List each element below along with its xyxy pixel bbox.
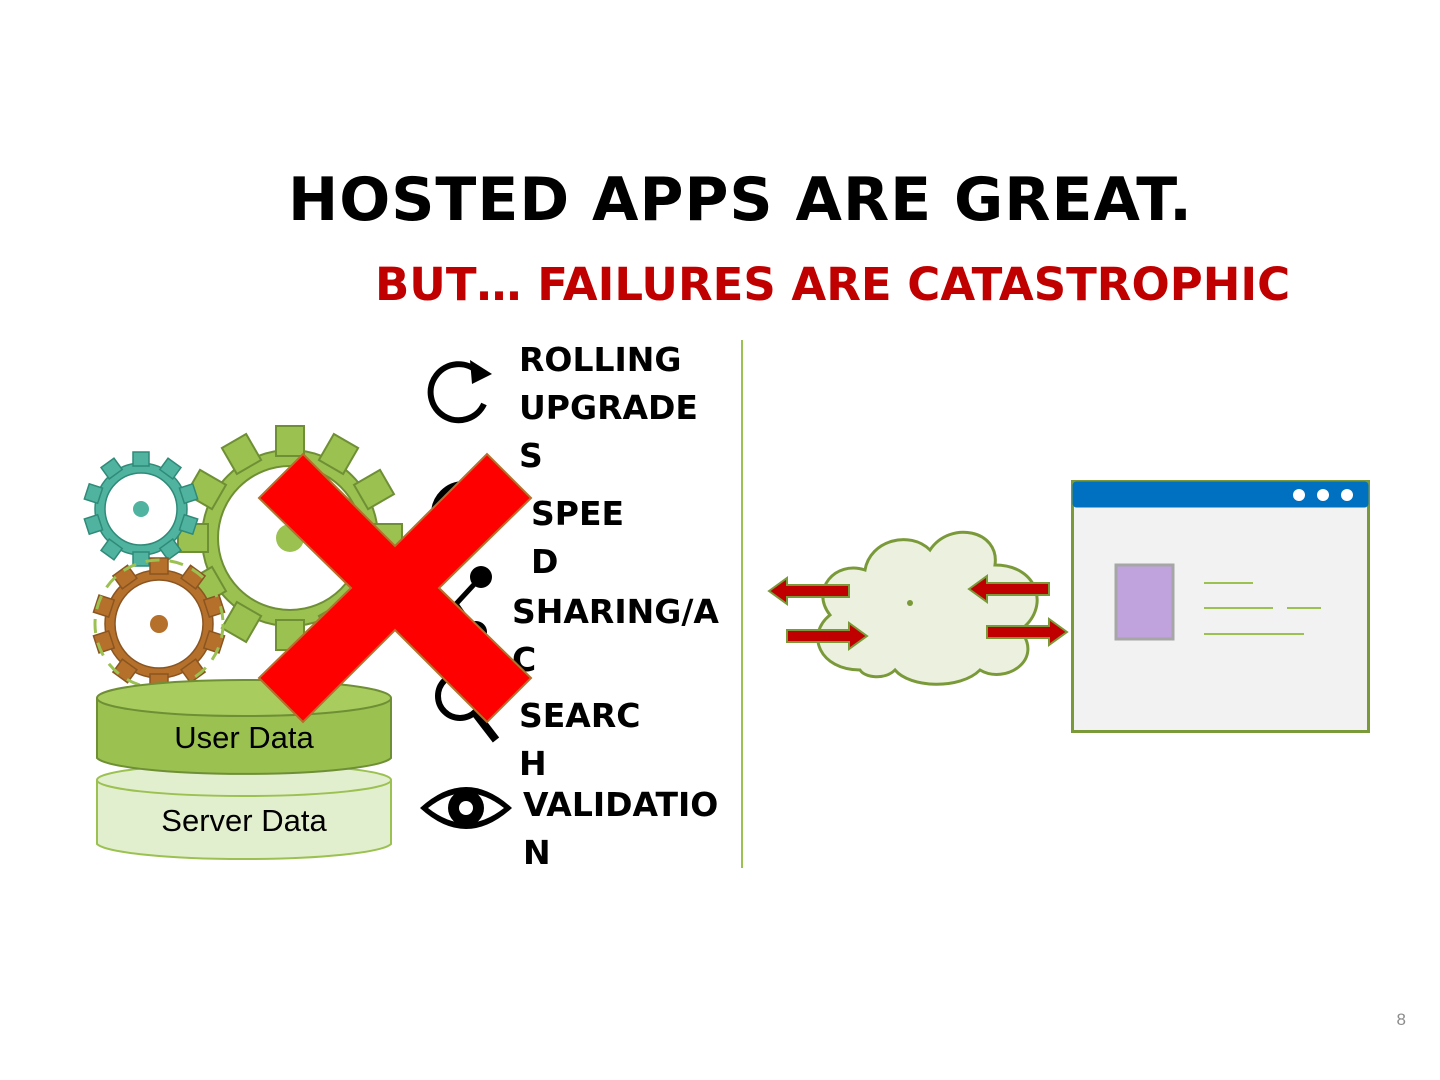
section-divider xyxy=(741,340,743,868)
arrow-right-icon xyxy=(985,617,1070,647)
arrow-left-icon xyxy=(767,576,852,606)
slide-subtitle: BUT… FAILURES ARE CATASTROPHIC xyxy=(375,262,1290,307)
slide-title: HOSTED APPS ARE GREAT. xyxy=(288,170,1193,230)
feature-label-line: S xyxy=(519,432,698,480)
feature-label-line: SEARC xyxy=(519,692,640,740)
feature-label-line: SHARING/A xyxy=(512,588,719,636)
feature-validation: VALIDATIO N xyxy=(523,781,718,877)
arrow-right-icon xyxy=(785,621,870,651)
refresh-icon xyxy=(420,352,500,432)
feature-rolling-upgrades: ROLLING UPGRADE S xyxy=(519,336,698,480)
server-data-label: Server Data xyxy=(99,803,389,839)
browser-window-icon xyxy=(1071,480,1371,735)
feature-label-line: UPGRADE xyxy=(519,384,698,432)
gear-brown-icon xyxy=(0,0,1,1)
feature-label-line: VALIDATIO xyxy=(523,781,718,829)
feature-sharing: SHARING/A C xyxy=(512,588,719,684)
failure-cross-icon xyxy=(255,450,535,725)
feature-speed: SPEE D xyxy=(531,490,624,586)
feature-label-line: SPEE xyxy=(531,490,624,538)
feature-label-line: ROLLING xyxy=(519,336,698,384)
feature-label-line: D xyxy=(531,538,624,586)
feature-search: SEARC H xyxy=(519,692,640,788)
feature-label-line: N xyxy=(523,829,718,877)
eye-icon xyxy=(418,778,514,838)
feature-label-line: C xyxy=(512,636,719,684)
user-data-label: User Data xyxy=(99,720,389,756)
arrow-left-icon xyxy=(967,574,1052,604)
slide-number: 8 xyxy=(1397,1010,1406,1030)
